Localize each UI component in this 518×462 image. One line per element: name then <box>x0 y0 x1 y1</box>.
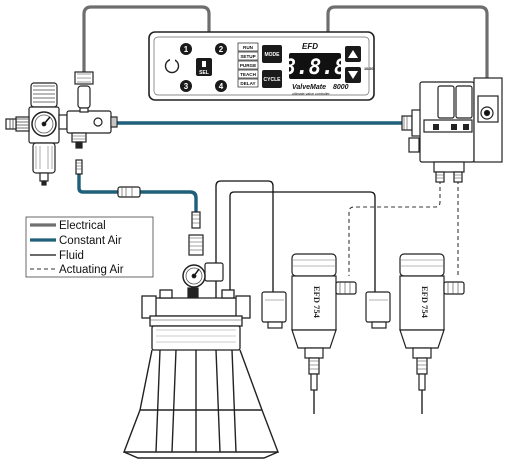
dispense-valve-1: EFD 754 <box>261 253 357 414</box>
unit-label: 10/20 <box>364 67 374 71</box>
decrease-button[interactable] <box>345 67 361 83</box>
fluid-lines <box>215 180 376 300</box>
svg-text:8.8.8: 8.8.8 <box>283 55 346 79</box>
actuating-air-lines <box>348 180 459 276</box>
increase-button[interactable] <box>345 46 361 62</box>
electrical-cable-left <box>82 5 211 74</box>
svg-text:2: 2 <box>219 45 224 54</box>
model-number: 8000 <box>333 84 349 91</box>
svg-text:RUN: RUN <box>243 45 254 50</box>
electrical-cables <box>82 5 489 98</box>
constant-air-line-lower <box>77 172 122 194</box>
model-subtitle: ultimate valve controller <box>292 92 331 96</box>
digital-display: 8.8.8 <box>283 53 347 79</box>
fluid-line-valve-2 <box>229 191 376 300</box>
solenoid-valve-block <box>401 77 503 183</box>
regulator-gauge-reservoir <box>182 264 206 288</box>
dispense-valve-2: EFD 754 <box>365 253 465 414</box>
filter-regulator <box>5 82 68 186</box>
power-indicator-icon <box>164 57 180 74</box>
port-number-3: 3 <box>180 80 192 92</box>
model-name: ValveMate <box>292 84 326 91</box>
svg-text:CYCLE: CYCLE <box>264 77 282 83</box>
regulator-gauge-left <box>31 111 57 137</box>
legend-item-actuating-air: Actuating Air <box>30 264 124 276</box>
svg-text:Constant Air: Constant Air <box>59 235 122 247</box>
legend-item-fluid: Fluid <box>30 250 84 262</box>
air-manifold <box>66 71 141 198</box>
reservoir-regulator <box>182 211 224 299</box>
svg-text:SEL: SEL <box>199 70 209 76</box>
svg-text:Actuating Air: Actuating Air <box>59 264 124 276</box>
valve-1-label: EFD 754 <box>312 286 322 319</box>
svg-text:DELAY: DELAY <box>240 81 255 86</box>
svg-text:4: 4 <box>219 82 224 91</box>
valve-2-label: EFD 754 <box>420 286 430 319</box>
valvemate-controller: 1 2 3 4 SEL RUN SETUP PURGE T <box>148 31 375 101</box>
svg-text:PURGE: PURGE <box>240 63 256 68</box>
mode-item-teach <box>237 69 259 79</box>
svg-text:SETUP: SETUP <box>240 54 255 59</box>
port-number-2: 2 <box>215 43 227 55</box>
legend-item-constant-air: Constant Air <box>30 235 122 247</box>
brand-logo: EFD <box>302 42 318 51</box>
mode-item-run <box>237 42 259 52</box>
fluid-line-valve-1 <box>215 180 274 300</box>
actuating-air-line-1 <box>348 180 441 276</box>
reservoir-stand <box>122 349 280 459</box>
svg-text:TEACH: TEACH <box>240 72 257 77</box>
mode-item-setup <box>237 51 259 61</box>
arrow-up-icon <box>348 50 358 58</box>
electrical-cable-right <box>326 5 489 98</box>
mode-item-purge <box>237 60 259 70</box>
legend: Electrical Constant Air Fluid Actuating … <box>25 216 154 278</box>
constant-air-line-to-reservoir <box>138 190 198 214</box>
svg-text:Electrical: Electrical <box>59 220 106 232</box>
svg-text:MODE: MODE <box>265 52 281 58</box>
select-button[interactable]: SEL <box>196 58 212 76</box>
mode-item-delay <box>237 78 259 88</box>
fluid-reservoir-tank <box>122 289 280 459</box>
svg-text:3: 3 <box>184 82 189 91</box>
port-number-1: 1 <box>180 43 192 55</box>
cycle-button[interactable]: CYCLE <box>262 70 282 88</box>
svg-text:1: 1 <box>184 45 189 54</box>
mode-list: RUN SETUP PURGE TEACH DELAY <box>237 42 259 88</box>
legend-item-electrical: Electrical <box>30 220 106 232</box>
port-number-4: 4 <box>215 80 227 92</box>
arrow-down-icon <box>348 71 358 79</box>
mode-button[interactable]: MODE <box>262 45 282 63</box>
svg-text:Fluid: Fluid <box>59 250 84 262</box>
constant-air-lines <box>77 121 404 214</box>
